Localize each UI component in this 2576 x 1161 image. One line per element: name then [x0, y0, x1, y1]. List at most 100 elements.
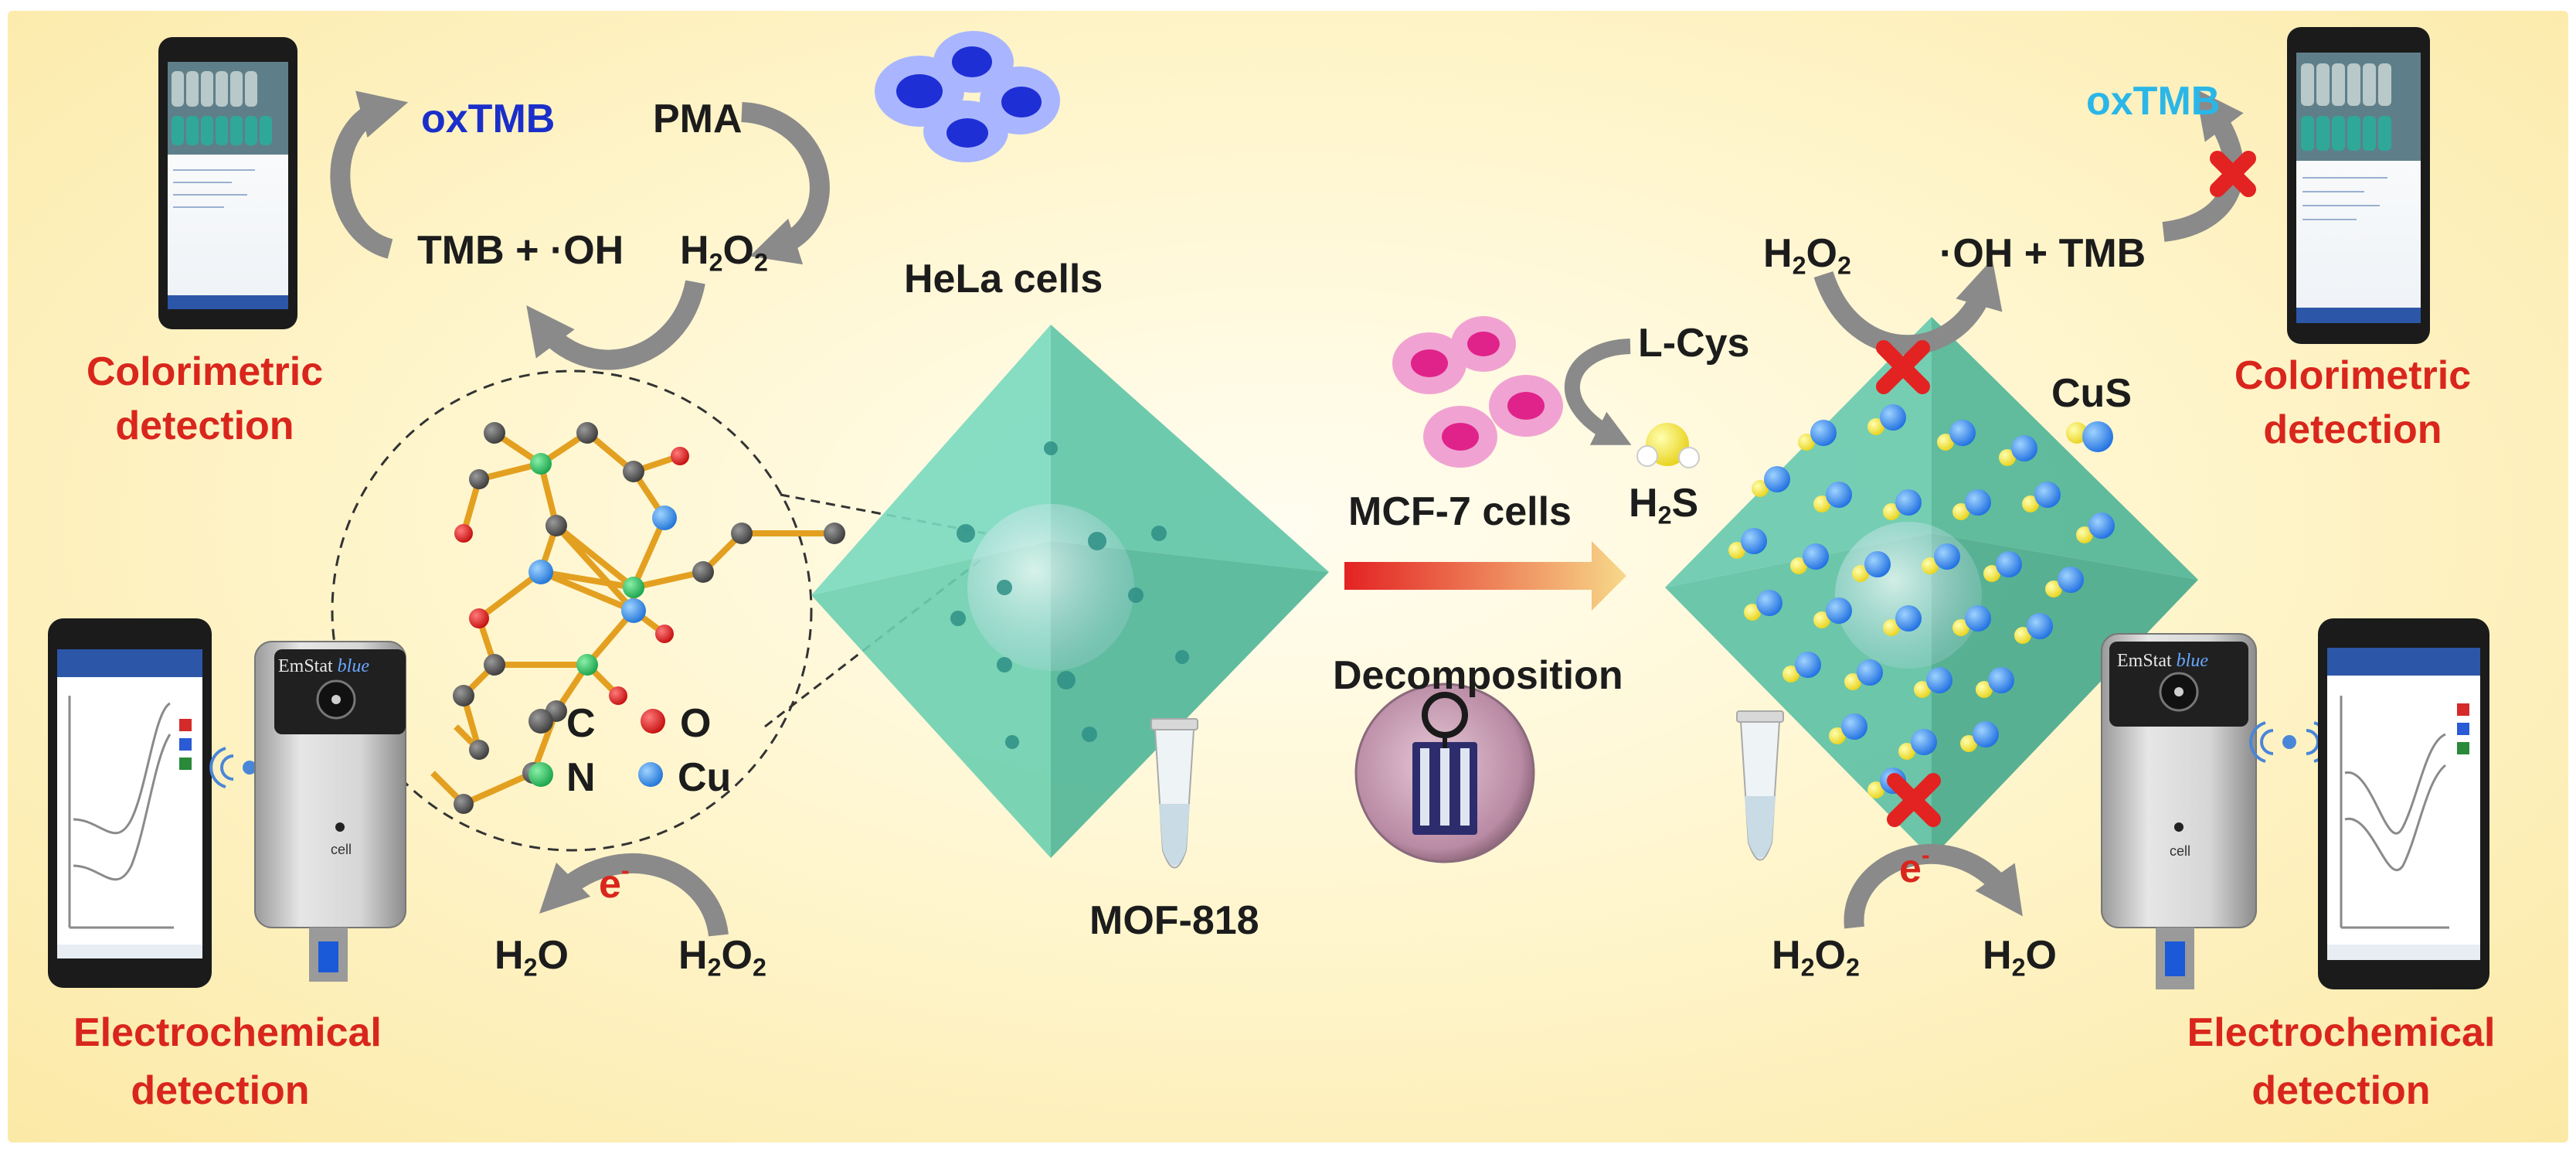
copper-particle [1895, 489, 1922, 516]
electro-arrow-left [539, 853, 729, 938]
colorimetric-label-right: Colorimetric [2234, 353, 2472, 398]
copper-particle [1841, 713, 1867, 740]
copper-particle [1996, 551, 2022, 577]
sulfur-particle [2022, 495, 2039, 512]
h2o-label-left: H2O [494, 933, 569, 982]
h2o-label-right: H2O [1983, 933, 2057, 982]
legend-oxygen: O [680, 701, 712, 746]
copper-particle [1741, 528, 1767, 554]
mof-818-octahedron [811, 325, 1329, 858]
lcys-label: L-Cys [1638, 321, 1750, 366]
h2o2-label-left-top: H2O2 [680, 228, 768, 277]
copper-particle [1795, 652, 1821, 678]
sulfur-particle [1952, 503, 1969, 520]
phone-electrochemical-left [48, 618, 212, 988]
device-cell-right: cell [2170, 843, 2191, 859]
colorimetric-label-left-2: detection [115, 403, 294, 448]
sulfur-particle [1867, 781, 1884, 798]
sulfur-particle [1790, 557, 1807, 574]
electro-arrow-right [1844, 843, 2023, 929]
sulfur-particle [1852, 565, 1869, 582]
sulfur-particle [1898, 743, 1915, 760]
copper-particle [2088, 512, 2115, 539]
copper-particle [1949, 420, 1976, 446]
emstat-device-left [254, 641, 406, 982]
electrode-chip [1354, 683, 1535, 863]
wireless-icon-right [2249, 721, 2330, 763]
mof-818-label: MOF-818 [1089, 898, 1259, 943]
sulfur-particle [1883, 619, 1900, 636]
eppendorf-tube-right [1736, 710, 1784, 861]
sulfur-particle [1744, 604, 1761, 621]
copper-particle [1895, 605, 1922, 632]
copper-particle [1857, 659, 1883, 686]
mcf7-cells [1392, 316, 1563, 468]
h2s-label: H2S [1629, 481, 1699, 529]
colorimetric-label-left: Colorimetric [86, 349, 324, 394]
decomposition-label: Decomposition [1333, 653, 1623, 698]
hela-cells-label: HeLa cells [904, 257, 1103, 301]
oxtmb-label-right: oxTMB [2086, 79, 2221, 124]
phone-electrochemical-right [2318, 618, 2489, 989]
copper-particle [1764, 466, 1790, 492]
legend-copper: Cu [678, 755, 732, 800]
oh-tmb-label-right: ·OH + TMB [1939, 231, 2146, 276]
eppendorf-tube-center [1150, 718, 1198, 869]
mcf7-cells-label: MCF-7 cells [1348, 489, 1572, 534]
cus-label: CuS [2051, 371, 2132, 416]
tmb-oh-label-left: TMB + ·OH [417, 228, 624, 273]
block-cross-oxtmb [2210, 151, 2256, 197]
electrochemical-label-right: Electrochemical [2187, 1010, 2496, 1055]
colorimetric-label-right-2: detection [2263, 407, 2442, 452]
sulfur-particle [1813, 495, 1830, 512]
sulfur-particle [1999, 449, 2016, 466]
copper-particle [2011, 435, 2037, 461]
electrochemical-label-left: Electrochemical [73, 1010, 382, 1055]
legend-oxygen-ball [641, 709, 665, 734]
sulfur-particle [1867, 418, 1884, 435]
device-cell-left: cell [331, 842, 352, 857]
legend-carbon: C [566, 701, 596, 746]
sulfur-particle [1752, 480, 1769, 497]
copper-particle [1864, 551, 1891, 577]
sulfur-particle [2045, 580, 2062, 598]
sulfur-particle [1844, 673, 1861, 690]
h2o2-label-right-top: H2O2 [1763, 231, 1851, 280]
pma-label: PMA [653, 97, 743, 141]
sulfur-particle [1883, 503, 1900, 520]
sulfur-particle [2014, 627, 2031, 644]
copper-particle [1803, 543, 1829, 570]
legend-nitrogen-ball [528, 762, 553, 787]
copper-particle [1911, 729, 1937, 755]
sulfur-particle [2076, 526, 2093, 543]
h2o2-label-left-bottom: H2O2 [678, 933, 766, 982]
decomposition-arrow [1344, 541, 1626, 611]
copper-particle [1934, 543, 1960, 570]
copper-particle [2058, 567, 2084, 593]
copper-particle [1810, 420, 1837, 446]
h2s-molecule [1636, 423, 1700, 468]
copper-particle [1973, 721, 1999, 747]
copper-particle [1826, 598, 1852, 624]
sulfur-particle [1983, 565, 2000, 582]
h2o2-label-right-bottom: H2O2 [1772, 933, 1860, 982]
phone-colorimetric-right [2287, 27, 2430, 344]
copper-particle [1826, 482, 1852, 508]
sulfur-particle [1922, 557, 1939, 574]
sulfur-particle [1914, 681, 1931, 698]
oxtmb-label-left: oxTMB [421, 97, 556, 141]
hela-cells [875, 31, 1060, 162]
phone-colorimetric-left [158, 37, 297, 329]
electron-label-right: e- [1899, 840, 1930, 891]
sulfur-particle [1829, 727, 1846, 744]
copper-particle [2027, 613, 2053, 639]
legend-copper-ball [638, 762, 663, 787]
device-brand-left: EmStat blue [278, 656, 369, 676]
sulfur-particle [1798, 434, 1815, 451]
cycle-arrows-right [1813, 89, 2245, 356]
sulfur-particle [1976, 681, 1993, 698]
block-cross-bottom [1887, 773, 1941, 827]
copper-particle [1988, 667, 2014, 693]
copper-particle [2034, 482, 2061, 508]
